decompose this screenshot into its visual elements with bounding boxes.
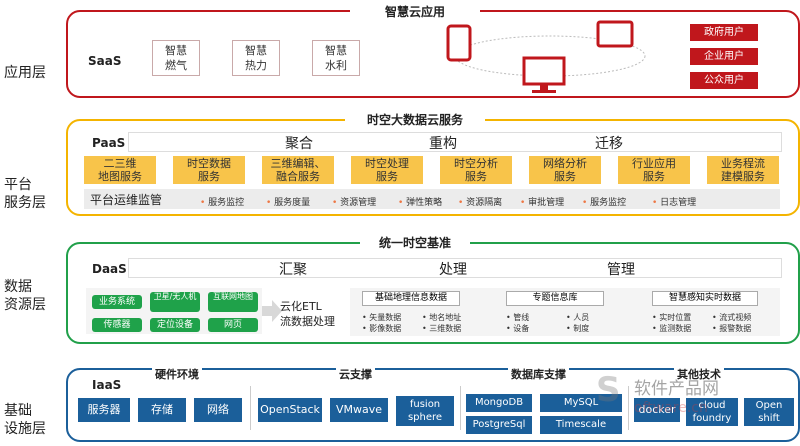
ops-item: • 服务监控 <box>582 198 627 208</box>
group-item: • 流式视频 <box>712 313 752 322</box>
service-analysis: 时空分析服务 <box>440 156 512 184</box>
app-box-gas: 智慧燃气 <box>152 40 200 76</box>
app-layer-title: 智慧云应用 <box>350 3 480 20</box>
bar-migrate: 迁移 <box>595 136 623 152</box>
source-internet-map: 互联网地图 <box>208 292 258 312</box>
etl-label: 云化ETL <box>280 300 322 313</box>
divider <box>250 386 251 430</box>
side-label-platform-2: 服务层 <box>4 195 46 211</box>
ops-item: • 审批管理 <box>520 198 565 208</box>
bar-gather: 汇聚 <box>279 262 307 278</box>
service-processing: 时空处理服务 <box>351 156 423 184</box>
group-realtime-title: 智慧感知实时数据 <box>652 291 758 306</box>
side-label-infra-2: 设施层 <box>4 421 46 437</box>
hw-storage: 存储 <box>138 398 186 422</box>
other-tech-title: 其他技术 <box>674 366 724 382</box>
ops-item: • 弹性策略 <box>398 198 443 208</box>
bar-process: 处理 <box>439 262 467 278</box>
group-item: • 矢量数据 <box>362 313 402 322</box>
service-network-analysis: 网络分析服务 <box>529 156 601 184</box>
divider <box>628 386 629 430</box>
paas-tag: PaaS <box>92 136 126 150</box>
tablet-icon <box>596 20 634 48</box>
service-industry: 行业应用服务 <box>618 156 690 184</box>
user-government: 政府用户 <box>690 24 758 41</box>
watermark-letter: S <box>596 370 621 410</box>
bar-manage: 管理 <box>607 262 635 278</box>
hardware-title: 硬件环境 <box>152 366 202 382</box>
group-basic-geo-title: 基础地理信息数据 <box>362 291 460 306</box>
divider <box>460 386 461 430</box>
watermark-subtext: oftware.cn <box>634 400 708 416</box>
source-satellite: 卫星/无人机 <box>150 292 200 312</box>
devices-illustration <box>446 20 646 93</box>
ops-item: • 服务度量 <box>266 198 311 208</box>
daas-tag: DaaS <box>92 262 127 276</box>
group-item: • 监测数据 <box>652 324 692 333</box>
other-docker: docker <box>634 398 680 422</box>
bar-restructure: 重构 <box>429 136 457 152</box>
side-label-platform-1: 平台 <box>4 177 32 193</box>
data-bar: 汇聚 处理 管理 <box>128 258 782 278</box>
bar-aggregate: 聚合 <box>285 136 313 152</box>
hw-network: 网络 <box>194 398 242 422</box>
stream-label: 流数据处理 <box>280 315 335 328</box>
side-label-data-1: 数据 <box>4 279 32 295</box>
source-sensor: 传感器 <box>92 318 142 332</box>
side-label-infra-1: 基础 <box>4 403 32 419</box>
arrow-right-icon <box>262 300 282 322</box>
group-item: • 报警数据 <box>712 324 752 333</box>
db-mysql: MySQL <box>540 394 622 412</box>
service-map: 二三维地图服务 <box>84 156 156 184</box>
ops-item: • 日志管理 <box>652 198 697 208</box>
group-item: • 影像数据 <box>362 324 402 333</box>
ops-title: 平台运维监管 <box>90 193 163 207</box>
db-mongodb: MongoDB <box>466 394 532 412</box>
phone-icon <box>446 24 472 62</box>
source-webpage: 网页 <box>208 318 258 332</box>
group-item: • 实时位置 <box>652 313 692 322</box>
ops-item: • 服务监控 <box>200 198 245 208</box>
app-box-heat: 智慧热力 <box>232 40 280 76</box>
group-item: • 人员 <box>566 313 590 322</box>
source-positioning-device: 定位设备 <box>150 318 200 332</box>
cloud-openstack: OpenStack <box>258 398 322 422</box>
db-postgresql: PostgreSql <box>466 416 532 434</box>
db-timescale: Timescale <box>540 416 622 434</box>
data-layer-title: 统一时空基准 <box>360 234 470 251</box>
cloud-vmware: VMwave <box>330 398 388 422</box>
ops-item: • 资源管理 <box>332 198 377 208</box>
group-item: • 三维数据 <box>422 324 462 333</box>
service-workflow: 业务程流建模服务 <box>707 156 779 184</box>
cloud-support-title: 云支撑 <box>336 366 375 382</box>
side-label-app: 应用层 <box>4 65 46 81</box>
watermark-text: 软件产品网 <box>634 379 719 399</box>
ops-item: • 资源隔离 <box>458 198 503 208</box>
group-topic-title: 专题信息库 <box>506 291 604 306</box>
db-support-title: 数据库支撑 <box>508 366 569 382</box>
platform-bar: 聚合 重构 迁移 <box>128 132 782 152</box>
side-label-data-2: 资源层 <box>4 297 46 313</box>
source-business-system: 业务系统 <box>92 295 142 309</box>
group-item: • 地名地址 <box>422 313 462 322</box>
monitor-icon <box>522 56 566 86</box>
service-spatiotemporal-data: 时空数据服务 <box>173 156 245 184</box>
iaas-tag: IaaS <box>92 378 122 392</box>
group-item: • 设备 <box>506 324 530 333</box>
platform-layer-title: 时空大数据云服务 <box>345 111 485 128</box>
saas-tag: SaaS <box>88 54 122 68</box>
ops-bar <box>84 189 780 209</box>
user-public: 公众用户 <box>690 72 758 89</box>
group-item: • 制度 <box>566 324 590 333</box>
group-item: • 管线 <box>506 313 530 322</box>
user-enterprise: 企业用户 <box>690 48 758 65</box>
infra-layer <box>66 368 800 442</box>
hw-server: 服务器 <box>78 398 130 422</box>
app-box-water: 智慧水利 <box>312 40 360 76</box>
service-3d-edit: 三维编辑、融合服务 <box>262 156 334 184</box>
